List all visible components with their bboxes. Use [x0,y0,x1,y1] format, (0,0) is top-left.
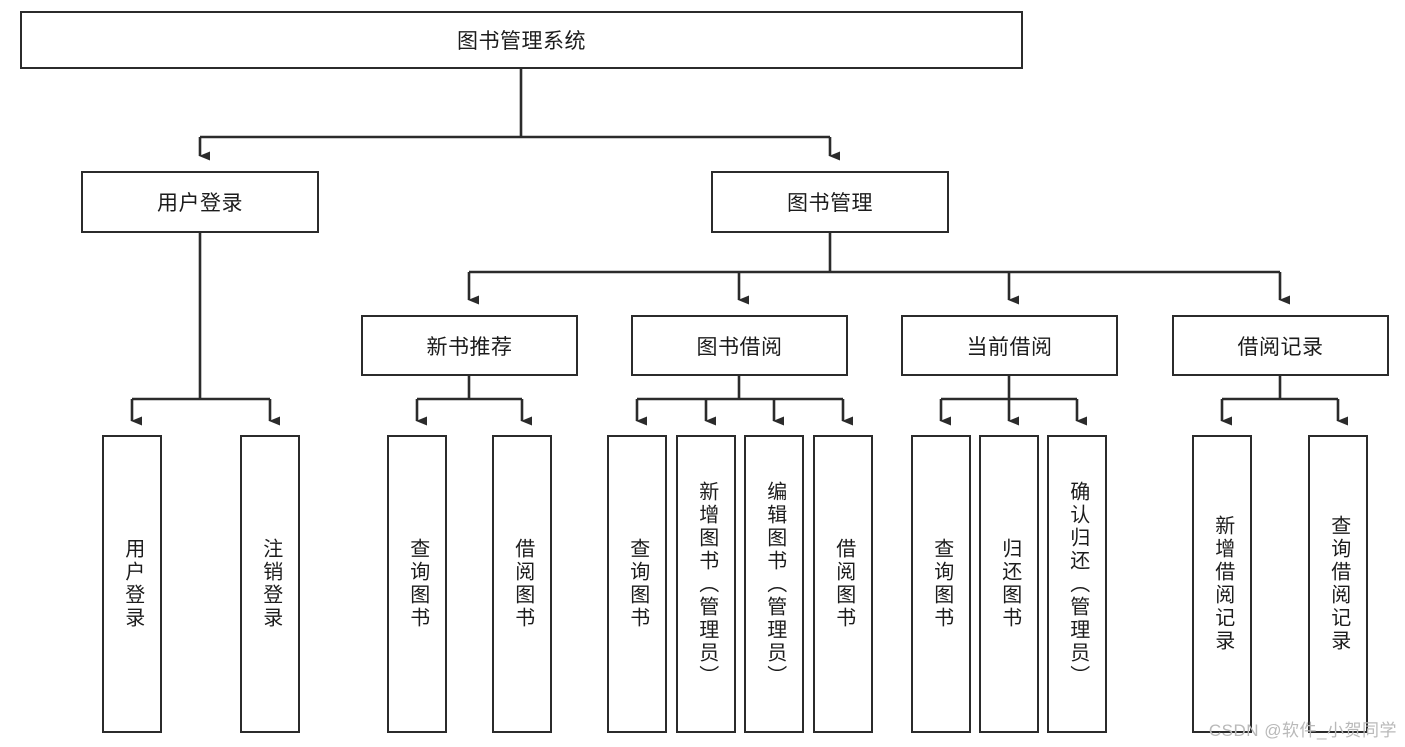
node-book-manage-label: 图书管理 [787,192,873,215]
node-borrow-record[interactable]: 借阅记录 [1172,315,1389,376]
node-borrow-record-label: 借阅记录 [1237,335,1324,359]
node-book-manage[interactable]: 图书管理 [711,171,949,233]
node-book-borrow-label: 图书借阅 [696,335,783,359]
node-leaf-user-login-label: 用户登录 [121,538,144,630]
node-current-borrow-label: 当前借阅 [966,335,1053,359]
node-leaf-confirm-return-label: 确认归还（管理员） [1066,480,1089,688]
node-root[interactable]: 图书管理系统 [20,11,1023,69]
node-leaf-query-book-1[interactable]: 查询图书 [387,435,447,733]
node-leaf-edit-book-label: 编辑图书（管理员） [763,480,786,688]
node-leaf-return-book[interactable]: 归还图书 [979,435,1039,733]
node-leaf-user-logout-label: 注销登录 [259,538,282,630]
node-current-borrow[interactable]: 当前借阅 [901,315,1118,376]
node-leaf-query-book-3-label: 查询图书 [930,538,953,630]
node-leaf-query-book-1-label: 查询图书 [406,538,429,630]
node-leaf-add-record[interactable]: 新增借阅记录 [1192,435,1252,733]
node-leaf-add-book-label: 新增图书（管理员） [695,480,718,688]
node-user-login-label: 用户登录 [157,192,243,215]
node-leaf-query-record-label: 查询借阅记录 [1327,515,1350,653]
node-leaf-query-record[interactable]: 查询借阅记录 [1308,435,1368,733]
node-root-label: 图书管理系统 [457,30,586,53]
node-leaf-return-book-label: 归还图书 [998,538,1021,630]
node-leaf-borrow-book-1[interactable]: 借阅图书 [492,435,552,733]
node-leaf-confirm-return[interactable]: 确认归还（管理员） [1047,435,1107,733]
node-new-book-rec[interactable]: 新书推荐 [361,315,578,376]
node-leaf-user-logout[interactable]: 注销登录 [240,435,300,733]
node-leaf-borrow-book-2[interactable]: 借阅图书 [813,435,873,733]
node-leaf-borrow-book-2-label: 借阅图书 [832,538,855,630]
node-leaf-query-book-2[interactable]: 查询图书 [607,435,667,733]
node-user-login[interactable]: 用户登录 [81,171,319,233]
node-book-borrow[interactable]: 图书借阅 [631,315,848,376]
watermark: CSDN @软件_小贺同学 [1208,721,1397,740]
node-leaf-edit-book[interactable]: 编辑图书（管理员） [744,435,804,733]
node-new-book-rec-label: 新书推荐 [426,335,513,359]
node-leaf-query-book-2-label: 查询图书 [626,538,649,630]
node-leaf-borrow-book-1-label: 借阅图书 [511,538,534,630]
node-leaf-add-record-label: 新增借阅记录 [1211,515,1234,653]
node-leaf-query-book-3[interactable]: 查询图书 [911,435,971,733]
node-leaf-add-book[interactable]: 新增图书（管理员） [676,435,736,733]
node-leaf-user-login[interactable]: 用户登录 [102,435,162,733]
